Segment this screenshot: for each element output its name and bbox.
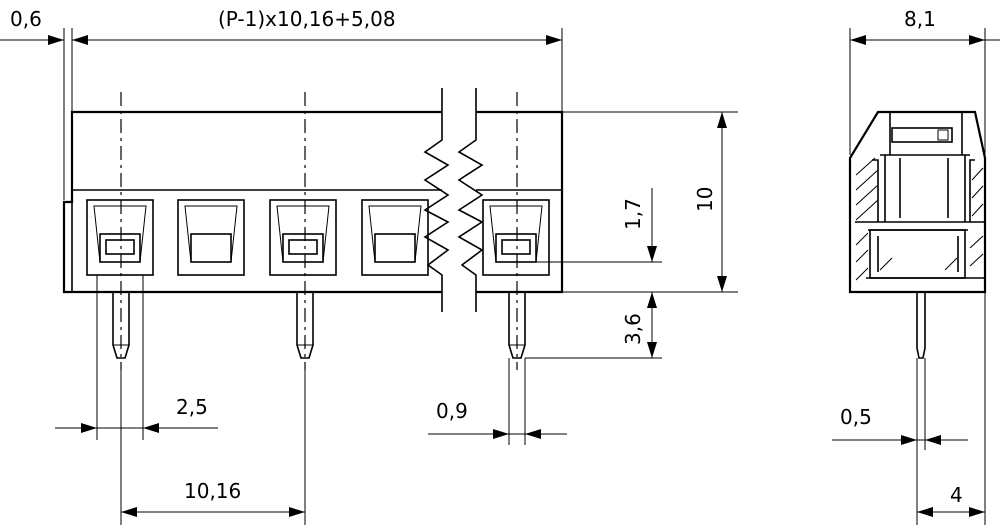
side-dimensions: 8,1 0,5 4 — [832, 7, 1000, 525]
dim-offset-label: 0,6 — [10, 7, 42, 31]
body-outline-left — [62, 110, 442, 294]
dim-total-length-label: (P-1)x10,16+5,08 — [218, 7, 396, 31]
dim-side-offset-label: 4 — [950, 483, 963, 507]
clamp-slot-1 — [86, 199, 154, 276]
dim-height-pin-label: 3,6 — [621, 313, 645, 345]
clamp-slot-2 — [177, 199, 245, 276]
dim-pitch-label: 10,16 — [184, 479, 241, 503]
dim-pin-thickness-label: 0,9 — [436, 399, 468, 423]
side-view — [848, 110, 987, 359]
body-outline-right — [476, 110, 564, 294]
side-hatching — [855, 157, 984, 281]
front-dimensions: 0,6 (P-1)x10,16+5,08 10 1,7 3,6 2,5 — [0, 7, 738, 525]
clamp-slot-4 — [361, 199, 429, 276]
dim-height-upper-label: 1,7 — [621, 198, 645, 230]
front-view — [62, 88, 564, 370]
clamp-slot-3 — [269, 199, 337, 276]
clamp-slot-5 — [482, 199, 550, 276]
dim-height-total-label: 10 — [693, 187, 717, 212]
dim-side-pin-label: 0,5 — [840, 405, 872, 429]
side-pin — [916, 292, 926, 359]
dim-side-width-label: 8,1 — [904, 7, 936, 31]
break-line-right — [457, 88, 484, 312]
dim-window-width-label: 2,5 — [176, 395, 208, 419]
